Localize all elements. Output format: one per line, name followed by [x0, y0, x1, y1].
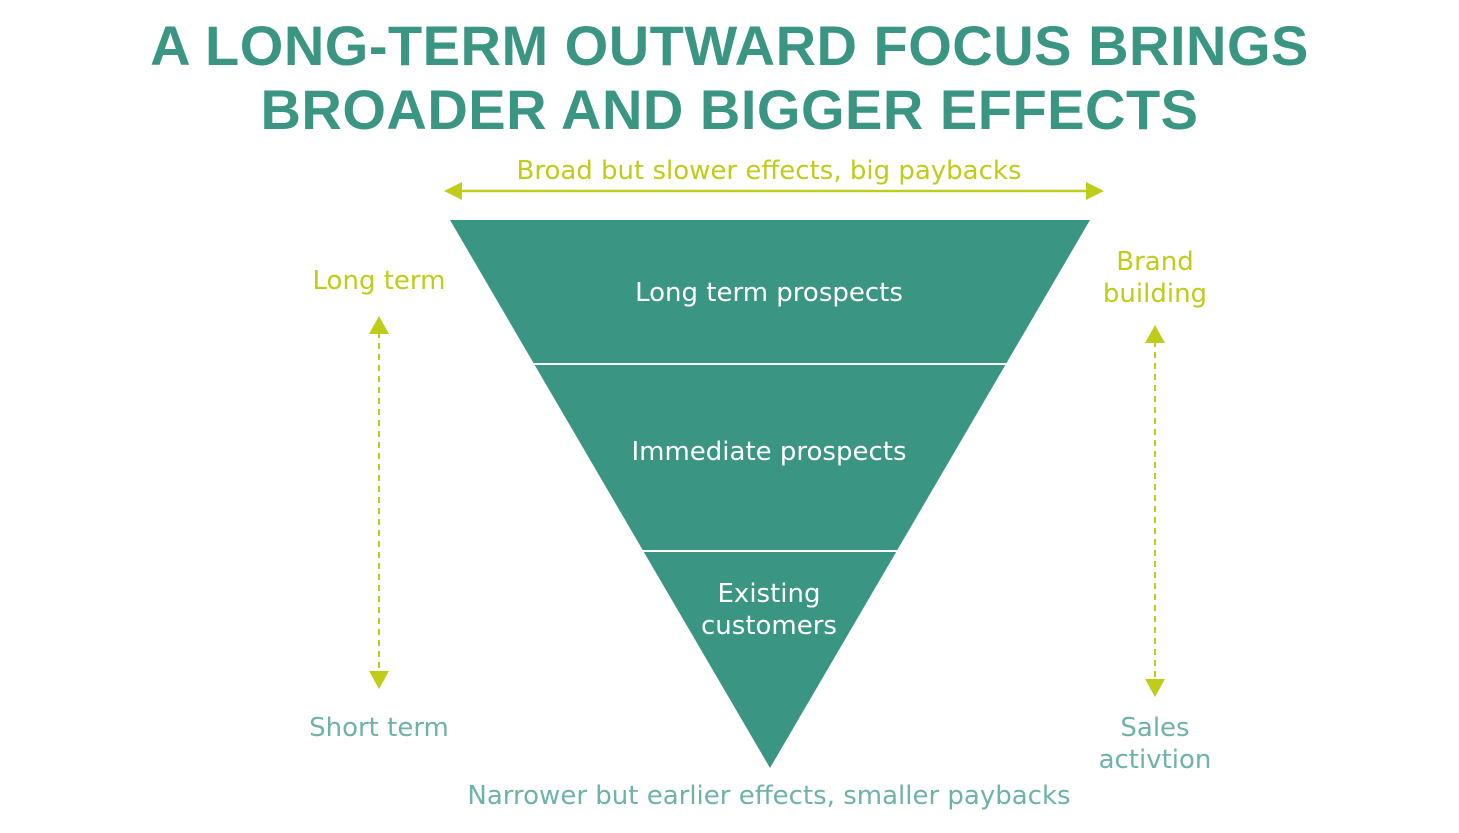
right-axis-bottom-label: Sales activtion [1075, 712, 1235, 776]
tier-existing-customers: Existing customers [619, 578, 919, 642]
left-vertical-arrow [369, 316, 389, 689]
left-axis-top-label: Long term [312, 266, 446, 296]
tier-label-line-1: Existing [717, 579, 821, 609]
title-line-2: BROADER AND BIGGER EFFECTS [260, 78, 1199, 141]
page-title: A LONG-TERM OUTWARD FOCUS BRINGS BROADER… [0, 14, 1459, 142]
bottom-label: Narrower but earlier effects, smaller pa… [467, 781, 1071, 811]
right-axis-top-label: Brand building [1075, 246, 1235, 310]
tier-immediate-prospects: Immediate prospects [631, 437, 907, 467]
right-axis-bottom-line-1: Sales [1120, 713, 1190, 743]
arrow-right-head-icon [1086, 182, 1104, 200]
arrow-up-icon [369, 316, 389, 334]
top-double-arrow [444, 182, 1104, 200]
right-vertical-arrow [1145, 325, 1165, 697]
arrow-up-icon [1145, 325, 1165, 343]
arrow-down-icon [1145, 679, 1165, 697]
right-axis-top-line-1: Brand [1116, 247, 1194, 277]
arrow-left-head-icon [444, 182, 462, 200]
arrow-down-icon [369, 671, 389, 689]
right-axis-bottom-line-2: activtion [1098, 745, 1212, 775]
tier-label-line-2: customers [701, 611, 837, 641]
tier-long-term-prospects: Long term prospects [635, 278, 903, 308]
left-axis-bottom-label: Short term [309, 713, 449, 743]
top-arrow-label: Broad but slower effects, big paybacks [516, 156, 1022, 186]
funnel-triangle [450, 220, 1090, 768]
right-axis-top-line-2: building [1102, 279, 1208, 309]
title-line-1: A LONG-TERM OUTWARD FOCUS BRINGS [150, 14, 1309, 77]
